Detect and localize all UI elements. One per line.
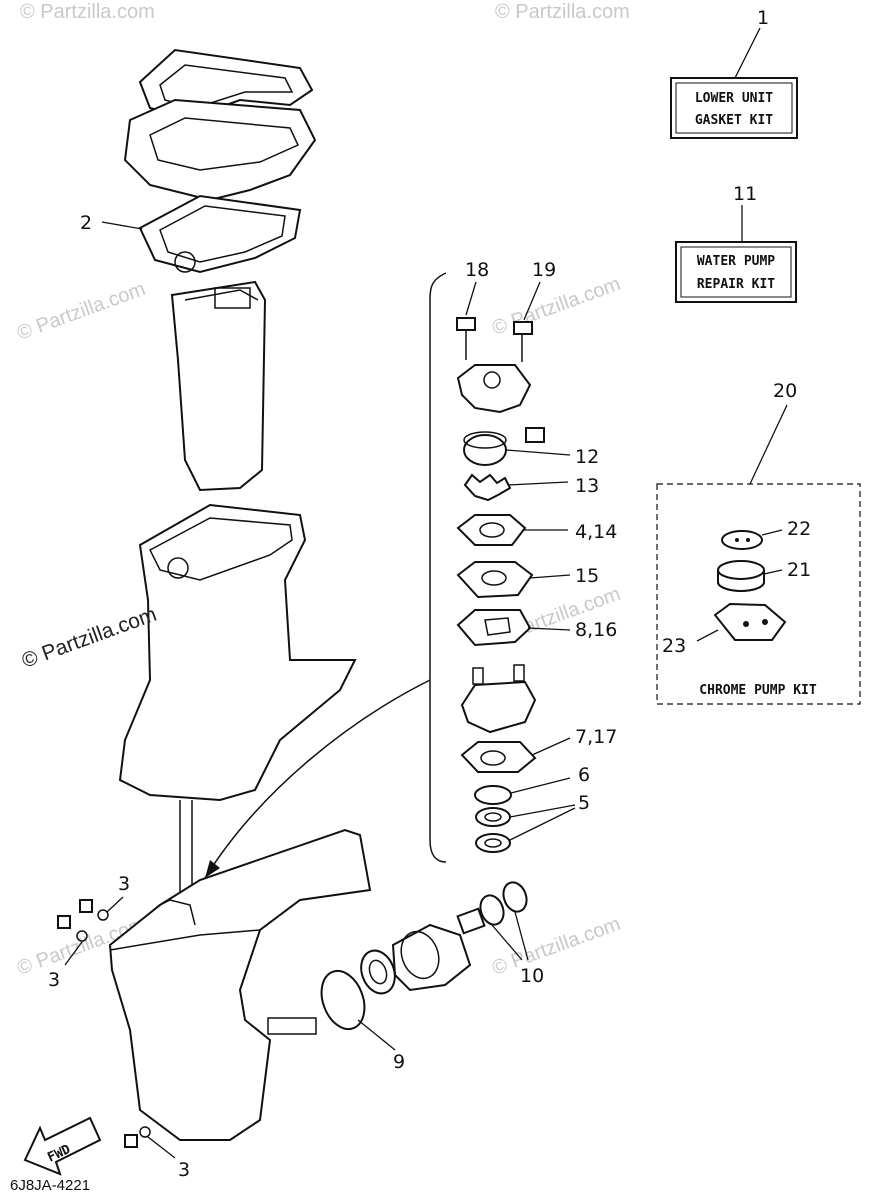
watermark: © Partzilla.com <box>14 278 148 345</box>
callout-10: 10 <box>520 965 544 987</box>
callout-19: 19 <box>532 259 556 281</box>
pump-group-bracket <box>429 272 447 863</box>
callout-15: 15 <box>575 565 599 587</box>
drain-screws: 3 3 3 <box>48 873 190 1181</box>
callout-6: 6 <box>578 764 590 786</box>
water-pump-repair-kit: 11 WATER PUMP REPAIR KIT <box>675 183 797 303</box>
kit-label-line2: REPAIR KIT <box>697 277 775 292</box>
callout-3: 3 <box>48 969 60 991</box>
prop-shaft-parts: 9 10 <box>320 881 544 1073</box>
callout-18: 18 <box>465 259 489 281</box>
arrow-head <box>205 860 220 878</box>
callout-5: 5 <box>578 792 590 814</box>
callout-3: 3 <box>178 1159 190 1181</box>
watermark: © Partzilla.com <box>20 1 155 23</box>
callout-12: 12 <box>575 446 599 468</box>
callout-23: 23 <box>662 635 686 657</box>
driveshaft-housing <box>118 503 357 900</box>
lower-unit-gasket-kit: 1 LOWER UNIT GASKET KIT <box>670 7 798 139</box>
assembly-arrow <box>204 679 431 879</box>
callout-1: 1 <box>757 7 769 29</box>
water-pump-parts: 18 19 12 13 4,14 15 8,16 <box>456 259 617 853</box>
kit-label-line1: WATER PUMP <box>697 254 775 269</box>
forward-arrow: FWD <box>23 1116 102 1176</box>
watermark-layer: © Partzilla.com © Partzilla.com © Partzi… <box>14 1 630 980</box>
callout-7-17: 7,17 <box>575 726 617 748</box>
drawing-code: 6J8JA-4221 <box>10 1177 90 1194</box>
callout-3: 3 <box>118 873 130 895</box>
watermark: © Partzilla.com <box>495 1 630 23</box>
watermark-dark: © Partzilla.com <box>19 603 160 673</box>
callout-9: 9 <box>393 1051 405 1073</box>
callout-11: 11 <box>733 183 757 205</box>
kit-label-line1: LOWER UNIT <box>695 91 773 106</box>
kit-label: CHROME PUMP KIT <box>699 683 817 698</box>
kit-label-line2: GASKET KIT <box>695 113 773 128</box>
chrome-pump-kit: 20 CHROME PUMP KIT 22 21 23 <box>656 380 861 705</box>
callout-8-16: 8,16 <box>575 619 617 641</box>
callout-4-14: 4,14 <box>575 521 617 543</box>
callout-13: 13 <box>575 475 599 497</box>
watermark: © Partzilla.com <box>489 913 623 980</box>
callout-2: 2 <box>80 212 92 234</box>
gear-case <box>108 828 372 1141</box>
watermark: © Partzilla.com <box>489 273 623 340</box>
callout-22: 22 <box>787 518 811 540</box>
callout-21: 21 <box>787 559 811 581</box>
callout-20: 20 <box>773 380 797 402</box>
upper-housing-group: 2 <box>80 48 317 492</box>
